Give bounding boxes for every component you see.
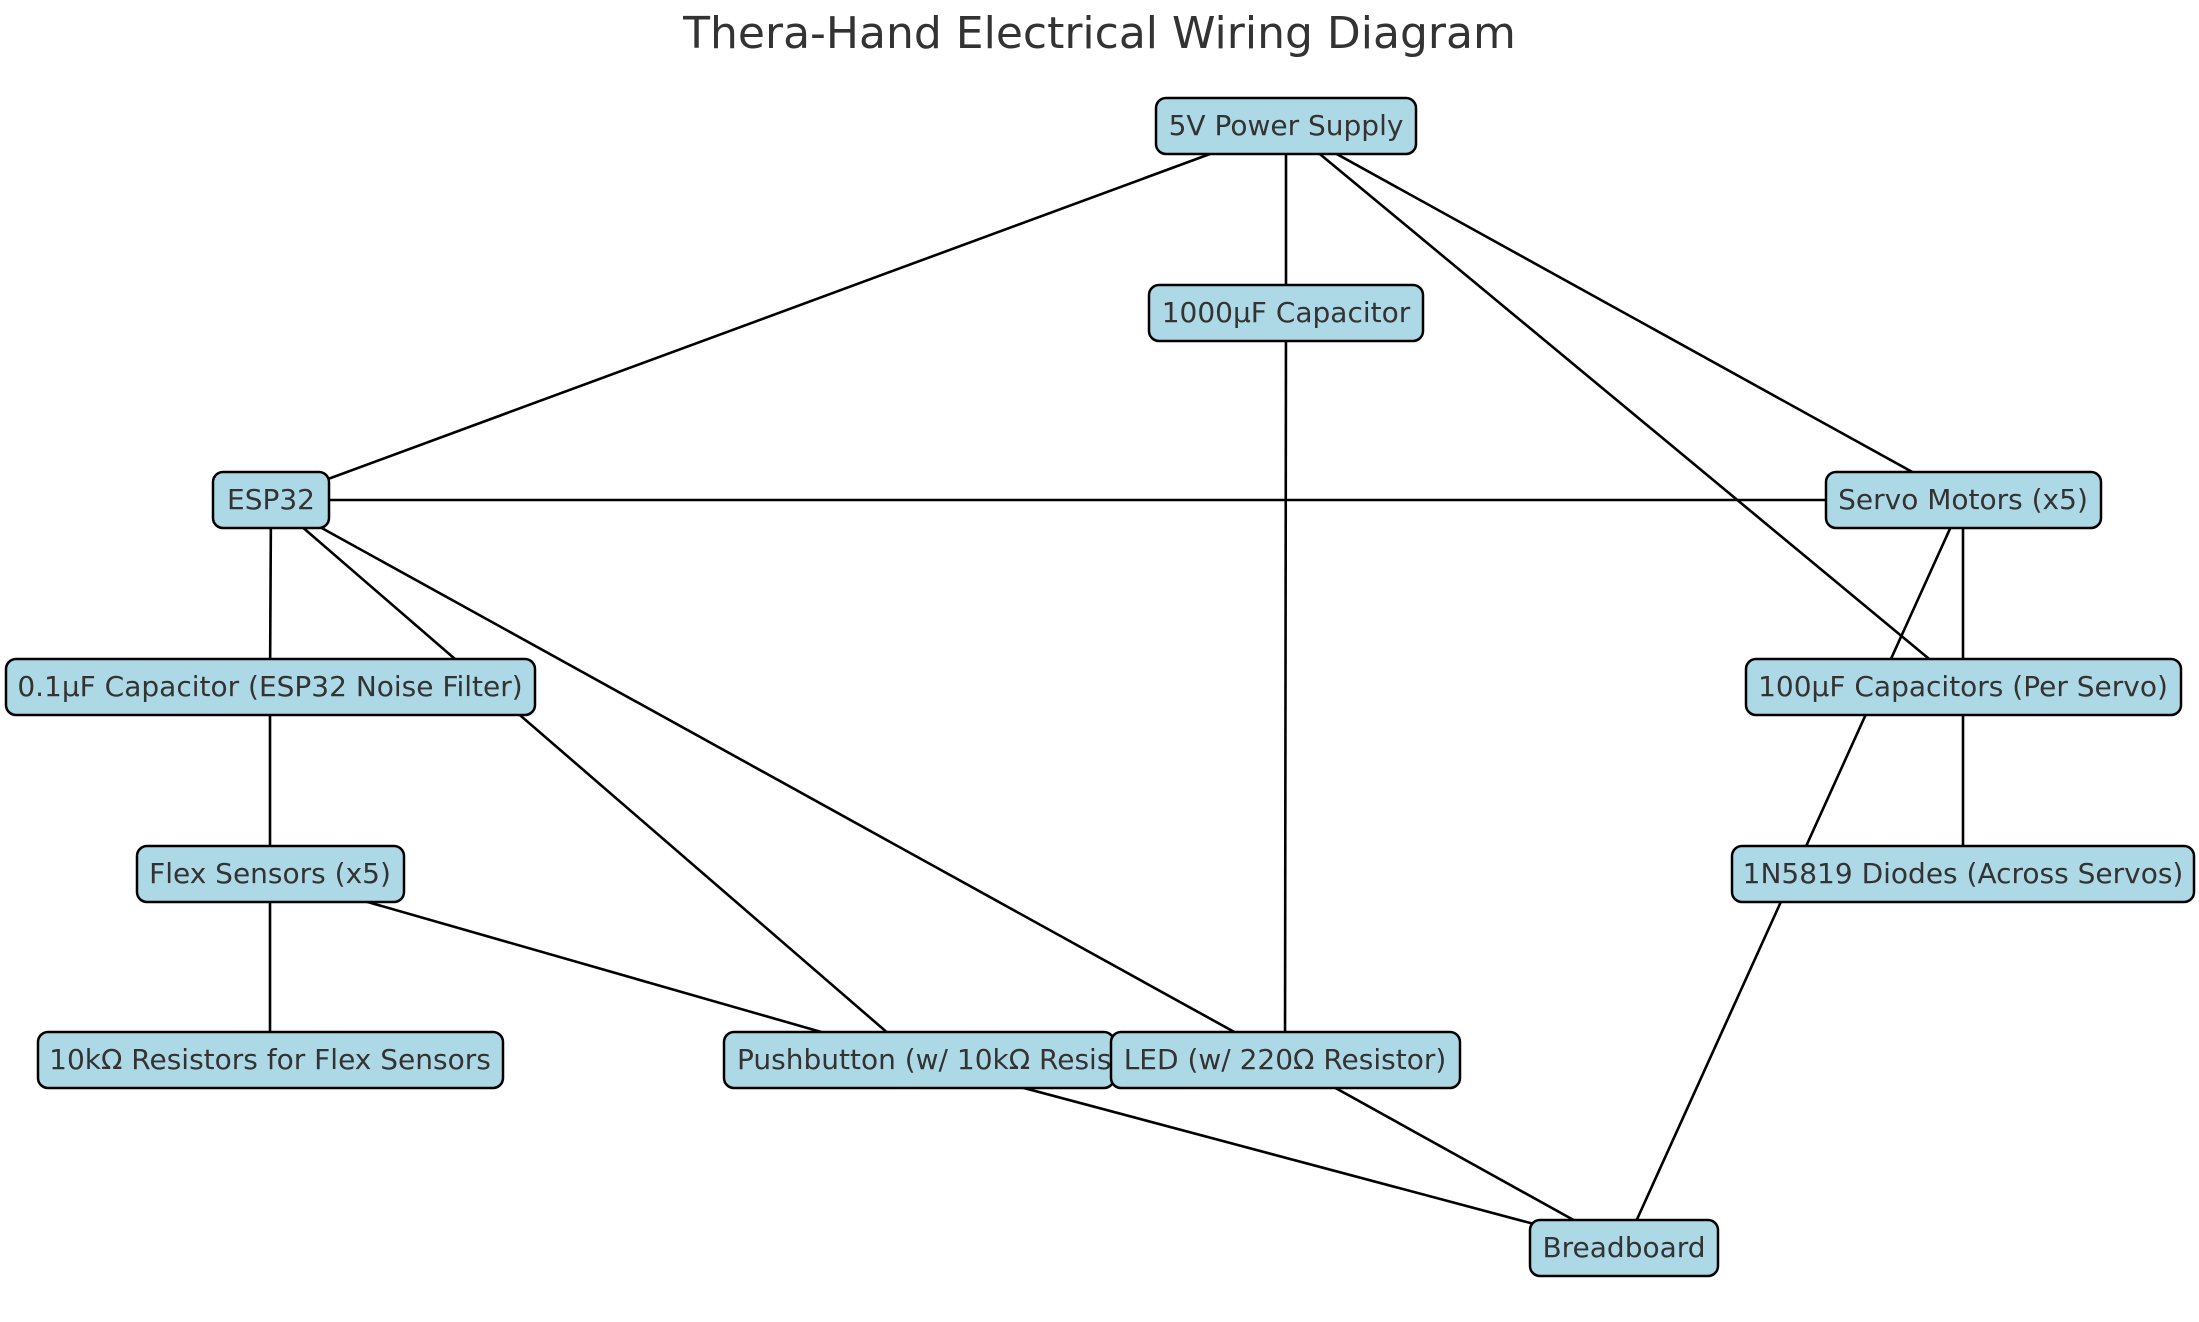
edge-psu-to-cap100 (1285, 124, 1964, 689)
edge-flex-to-pushbutton (269, 872, 920, 1062)
node-label: 1N5819 Diodes (Across Servos) (1743, 857, 2184, 890)
edge-psu-to-esp32 (270, 124, 1287, 502)
node-label: Servo Motors (x5) (1838, 483, 2088, 516)
node-esp32: ESP32 (211, 470, 331, 530)
node-servo-motors: Servo Motors (x5) (1824, 470, 2103, 530)
diagram-title: Thera-Hand Electrical Wiring Diagram (683, 8, 1516, 59)
node-label: Breadboard (1542, 1231, 1705, 1264)
node-label: Flex Sensors (x5) (149, 857, 391, 890)
node-label: 5V Power Supply (1169, 109, 1404, 142)
edge-esp32-to-pushbutton (270, 499, 920, 1061)
node-label: Pushbutton (w/ 10kΩ Resistor) (737, 1043, 1162, 1076)
node-flex-sensors: Flex Sensors (x5) (135, 844, 406, 904)
node-label: 1000μF Capacitor (1162, 296, 1411, 329)
edge-led-to-breadboard (1284, 1058, 1625, 1250)
node-100uf-capacitors: 100μF Capacitors (Per Servo) (1744, 657, 2183, 717)
edge-esp32-to-cap01 (268, 499, 273, 688)
node-5v-power-supply: 5V Power Supply (1154, 96, 1418, 156)
node-label: 100μF Capacitors (Per Servo) (1758, 670, 2168, 703)
node-10k-resistors: 10kΩ Resistors for Flex Sensors (36, 1030, 505, 1090)
node-0-1uf-capacitor: 0.1μF Capacitor (ESP32 Noise Filter) (4, 657, 537, 717)
edge-cap1000-to-led (1283, 312, 1288, 1061)
node-1000uf-capacitor: 1000μF Capacitor (1147, 283, 1425, 343)
edge-psu-to-servo (1285, 124, 1964, 502)
node-label: 10kΩ Resistors for Flex Sensors (49, 1043, 491, 1076)
edge-esp32-to-led (270, 498, 1286, 1062)
edge-pushbutton-to-breadboard (918, 1058, 1625, 1250)
node-pushbutton: Pushbutton (w/ 10kΩ Resistor) (722, 1030, 1162, 1090)
node-label: 0.1μF Capacitor (ESP32 Noise Filter) (17, 670, 522, 703)
node-led: LED (w/ 220Ω Resistor) (1109, 1030, 1462, 1090)
node-label: ESP32 (227, 483, 315, 516)
node-breadboard: Breadboard (1528, 1218, 1720, 1278)
node-1n5819-diodes: 1N5819 Diodes (Across Servos) (1730, 844, 2196, 904)
node-label: LED (w/ 220Ω Resistor) (1124, 1043, 1447, 1076)
